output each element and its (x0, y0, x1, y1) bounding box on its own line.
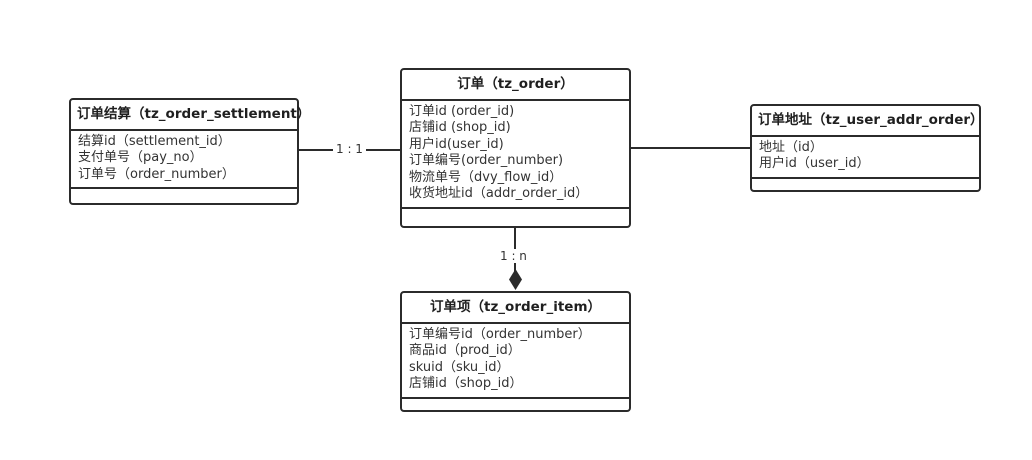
attribute-row: 用户id（user_id） (759, 156, 870, 172)
entity-attributes-tz-order-settlement: 结算id（settlement_id） 支付单号（pay_no） 订单号（ord… (71, 131, 297, 190)
entity-attributes-tz-user-addr-order: 地址（id） 用户id（user_id） (752, 137, 979, 179)
entity-operations-tz-order-settlement (71, 189, 297, 218)
attribute-row: 订单编号(order_number) (409, 153, 564, 169)
attribute-row: 订单号（order_number） (78, 166, 235, 182)
attribute-row: 订单id (order_id) (409, 103, 515, 119)
entity-tz-user-addr-order[interactable]: 订单地址（tz_user_addr_order） 地址（id） 用户id（use… (750, 104, 984, 192)
entity-tz-order[interactable]: 订单（tz_order） 订单id (order_id) 店铺id (shop_… (400, 68, 631, 228)
attribute-row: 店铺id (shop_id) (409, 120, 511, 136)
entity-title-tz-order: 订单（tz_order） (402, 70, 629, 101)
attribute-row: 收货地址id（addr_order_id） (409, 186, 589, 202)
entity-operations-tz-order-item (402, 399, 629, 429)
entity-attributes-tz-order-item: 订单编号id（order_number） 商品id（prod_id） skuid… (402, 324, 629, 399)
cardinality-label-settlement-order: 1 : 1 (333, 142, 366, 156)
attribute-row: 支付单号（pay_no） (78, 150, 203, 166)
attribute-row: 订单编号id（order_number） (409, 326, 591, 342)
attribute-row: 地址（id） (759, 139, 823, 155)
attribute-row: 物流单号（dvy_flow_id） (409, 169, 563, 185)
attribute-row: skuid（sku_id） (409, 359, 510, 375)
entity-operations-tz-order (402, 209, 629, 239)
entity-attributes-tz-order: 订单id (order_id) 店铺id (shop_id) 用户id(user… (402, 101, 629, 209)
connector-order-address (631, 147, 750, 149)
entity-tz-order-item[interactable]: 订单项（tz_order_item） 订单编号id（order_number） … (400, 291, 631, 412)
cardinality-label-order-orderitem: 1 : n (497, 249, 530, 263)
entity-title-tz-order-item: 订单项（tz_order_item） (402, 293, 629, 324)
filled-diamond-marker-icon (509, 269, 522, 290)
entity-operations-tz-user-addr-order (752, 179, 979, 208)
entity-title-tz-user-addr-order: 订单地址（tz_user_addr_order） (752, 106, 984, 137)
attribute-row: 店铺id（shop_id） (409, 376, 523, 392)
attribute-row: 结算id（settlement_id） (78, 133, 231, 149)
entity-title-tz-order-settlement: 订单结算（tz_order_settlement） (71, 100, 310, 131)
entity-tz-order-settlement[interactable]: 订单结算（tz_order_settlement） 结算id（settlemen… (69, 98, 310, 205)
attribute-row: 用户id(user_id) (409, 136, 504, 152)
attribute-row: 商品id（prod_id） (409, 343, 521, 359)
